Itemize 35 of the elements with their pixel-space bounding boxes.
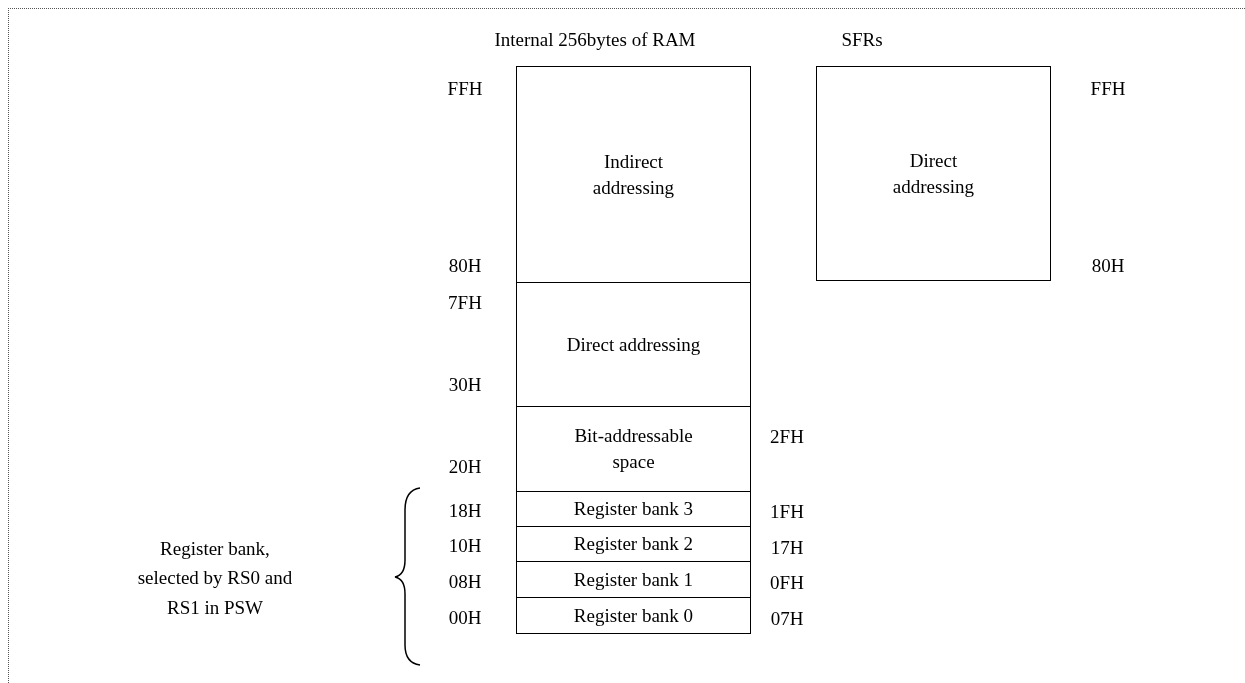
address-label: 10H xyxy=(448,534,482,559)
address-label: 20H xyxy=(448,455,482,480)
address-label: 80H xyxy=(1091,254,1125,279)
memory-block xyxy=(816,66,1051,281)
address-label: 00H xyxy=(448,606,482,631)
block-label: Register bank 0 xyxy=(573,603,694,628)
address-label: 80H xyxy=(448,254,482,279)
address-label: 2FH xyxy=(770,425,804,450)
register-bank-block xyxy=(516,491,751,527)
address-label: FFH xyxy=(447,77,483,102)
block-label: Register bank 2 xyxy=(573,532,694,557)
block-label: Direct addressing xyxy=(566,332,701,357)
register-bank-block xyxy=(516,561,751,598)
register-bank-block xyxy=(516,526,751,562)
block-label: Bit-addressable space xyxy=(573,424,694,474)
address-label: 7FH xyxy=(448,291,482,316)
address-label: 0FH xyxy=(770,571,804,596)
memory-block xyxy=(516,282,751,407)
memory-block xyxy=(516,406,751,492)
block-label: Direct addressing xyxy=(891,148,976,199)
block-label: Indirect addressing xyxy=(591,149,676,200)
heading: Internal 256bytes of RAM xyxy=(494,28,696,53)
heading: SFRs xyxy=(841,28,883,53)
block-label: Register bank 1 xyxy=(573,567,694,592)
address-label: 18H xyxy=(448,499,482,524)
address-label: 1FH xyxy=(770,500,804,525)
memory-block xyxy=(516,66,751,283)
address-label: 17H xyxy=(770,536,804,561)
address-label: 30H xyxy=(448,373,482,398)
register-bank-block xyxy=(516,597,751,634)
annotation: Register bank, selected by RS0 and RS1 in PSW xyxy=(136,536,294,620)
address-label: 08H xyxy=(448,570,482,595)
address-label: FFH xyxy=(1090,77,1126,102)
address-label: 07H xyxy=(770,607,804,632)
block-label: Register bank 3 xyxy=(573,497,694,522)
